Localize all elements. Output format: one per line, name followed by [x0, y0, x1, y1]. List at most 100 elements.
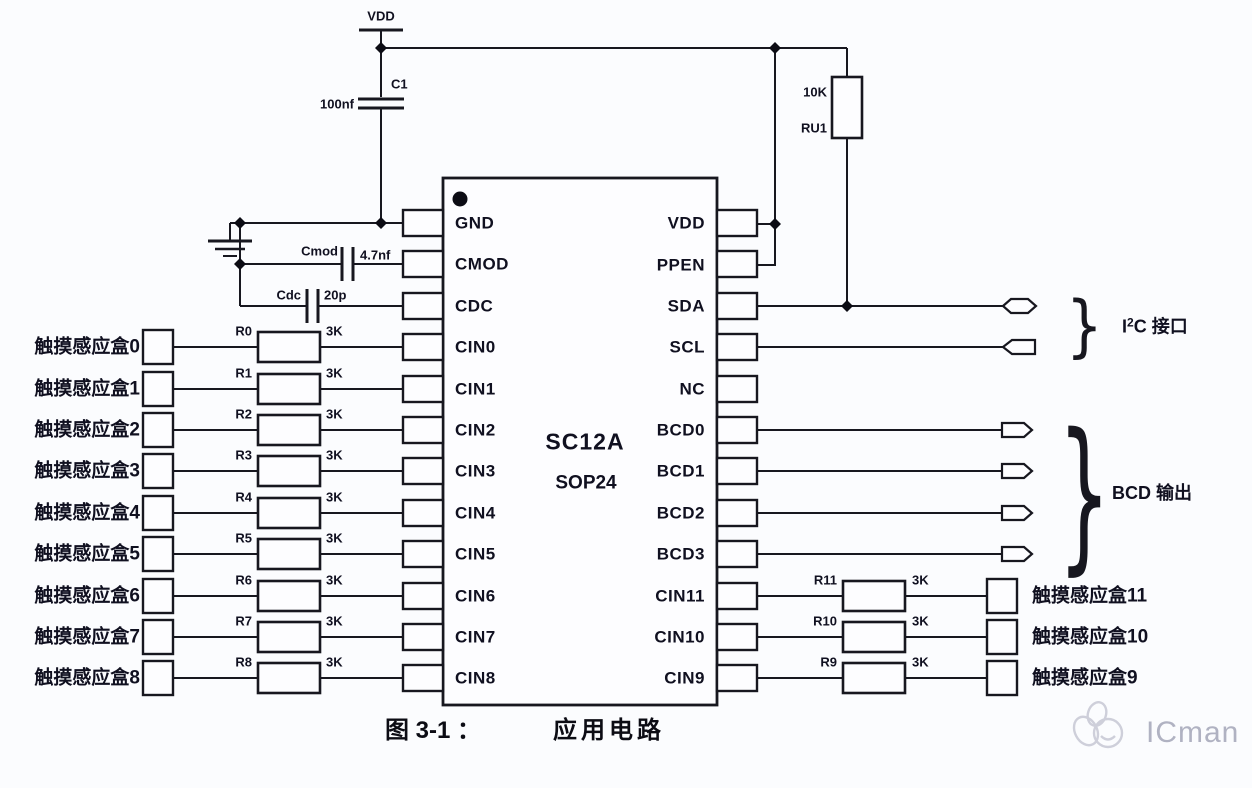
scl-terminal-icon	[1001, 338, 1037, 356]
i2c-brace: }	[1066, 287, 1103, 366]
icman-logo-text: ICman	[1146, 716, 1240, 749]
touch-box-label-10: 触摸感应盒10	[1032, 626, 1149, 648]
resistor-val-r8: 3K	[326, 654, 343, 670]
figure-number: 图 3-1 ：	[385, 717, 482, 744]
touch-box-label-0: 触摸感应盒0	[34, 336, 140, 358]
pin-label-cmod: CMOD	[455, 254, 509, 274]
pin-label-bcd3: BCD3	[656, 544, 705, 564]
wires	[173, 28, 1003, 679]
touch-box-label-11: 触摸感应盒11	[1032, 585, 1148, 607]
cmod-value-label: 4.7nf	[360, 247, 391, 263]
pin-label-vdd: VDD	[667, 213, 705, 233]
resistor-ref-r5: R5	[235, 530, 252, 546]
resistor-ref-r3: R3	[235, 447, 252, 463]
pin-label-scl: SCL	[669, 337, 705, 357]
sda-terminal-icon	[1001, 297, 1038, 315]
ru1-value-label: 10K	[803, 84, 827, 100]
resistor-val-r7: 3K	[326, 613, 343, 629]
i2c-label-prefix: I	[1122, 316, 1128, 337]
pin-label-cin11: CIN11	[655, 586, 705, 606]
junction-dots	[234, 42, 853, 312]
resistor-val-r11: 3K	[912, 572, 929, 588]
pin-label-cin2: CIN2	[455, 420, 496, 440]
resistor-ref-r2: R2	[235, 406, 252, 422]
pin-label-cin0: CIN0	[455, 337, 496, 357]
pin-label-ppen: PPEN	[656, 255, 705, 275]
capacitor-icons	[305, 97, 404, 323]
resistor-ref-r0: R0	[235, 323, 252, 339]
resistor-val-r2: 3K	[326, 406, 343, 422]
chip-body	[441, 176, 719, 707]
pin-label-cin4: CIN4	[455, 503, 496, 523]
touch-box-label-7: 触摸感应盒7	[34, 626, 140, 648]
ground-icon	[208, 239, 252, 257]
resistor-val-r9: 3K	[912, 654, 929, 670]
cdc-ref-label: Cdc	[276, 287, 301, 303]
pin-label-gnd: GND	[455, 213, 495, 233]
pin-label-cin9: CIN9	[664, 668, 705, 688]
resistor-ref-r4: R4	[235, 489, 252, 505]
resistor-val-r6: 3K	[326, 572, 343, 588]
bcd-brace: }	[1058, 398, 1111, 590]
i2c-label-rest: C 接口	[1133, 316, 1188, 337]
pin-label-cdc: CDC	[455, 296, 494, 316]
touch-box-label-6: 触摸感应盒6	[34, 585, 140, 607]
bcd0-terminal-icon	[1000, 421, 1034, 439]
pin-label-bcd2: BCD2	[656, 503, 705, 523]
resistor-val-r0: 3K	[326, 323, 343, 339]
touch-pad-boxes	[141, 328, 1019, 697]
resistor-val-r10: 3K	[912, 613, 929, 629]
pin-label-cin8: CIN8	[455, 668, 496, 688]
resistor-ref-r11: R11	[813, 572, 837, 588]
pin-label-nc: NC	[679, 379, 705, 399]
resistor-val-r1: 3K	[326, 365, 343, 381]
resistor-ref-r10: R10	[813, 613, 837, 629]
i2c-label-sup: 2	[1127, 315, 1134, 330]
touch-box-label-2: 触摸感应盒2	[34, 419, 140, 441]
touch-box-label-9: 触摸感应盒9	[1032, 667, 1138, 689]
resistor-ref-r6: R6	[235, 572, 252, 588]
pin-label-cin5: CIN5	[455, 544, 496, 564]
vdd-net-label: VDD	[367, 8, 395, 24]
c1-ref-label: C1	[391, 76, 408, 92]
touch-box-label-5: 触摸感应盒5	[34, 543, 140, 565]
pin-label-cin1: CIN1	[455, 379, 496, 399]
pin1-dot	[452, 191, 468, 207]
ru1-resistor	[830, 75, 864, 140]
chip-name-label: SC12A	[545, 428, 625, 455]
resistor-ref-r7: R7	[235, 613, 252, 629]
resistor-ref-r9: R9	[820, 654, 837, 670]
i2c-bus-label: I2C 接口	[1122, 317, 1188, 336]
touch-box-label-3: 触摸感应盒3	[34, 460, 140, 482]
pin-label-cin7: CIN7	[455, 627, 496, 647]
resistor-val-r4: 3K	[326, 489, 343, 505]
bcd2-terminal-icon	[1000, 504, 1034, 522]
touch-box-label-8: 触摸感应盒8	[34, 667, 140, 689]
touch-box-label-1: 触摸感应盒1	[34, 378, 140, 400]
c1-value-label: 100nf	[320, 96, 354, 112]
bcd-bus-label: BCD 输出	[1112, 483, 1192, 503]
cmod-ref-label: Cmod	[301, 243, 338, 259]
pin-label-bcd0: BCD0	[656, 420, 705, 440]
cdc-value-label: 20p	[324, 287, 347, 303]
resistor-ref-r1: R1	[235, 365, 252, 381]
chip-package-label: SOP24	[555, 472, 617, 494]
bcd1-terminal-icon	[1000, 462, 1034, 480]
pin-label-sda: SDA	[667, 296, 705, 316]
pin-label-cin10: CIN10	[654, 627, 705, 647]
icman-logo-icon	[1072, 701, 1124, 749]
pin-label-bcd1: BCD1	[656, 461, 705, 481]
resistor-val-r3: 3K	[326, 447, 343, 463]
resistor-boxes	[256, 75, 907, 695]
pin-label-cin6: CIN6	[455, 586, 496, 606]
touch-box-label-4: 触摸感应盒4	[34, 502, 140, 524]
bcd3-terminal-icon	[1000, 545, 1034, 563]
pin-boxes	[401, 208, 759, 693]
resistor-ref-r8: R8	[235, 654, 252, 670]
terminal-connectors	[1000, 297, 1038, 563]
ru1-ref-label: RU1	[800, 120, 827, 136]
figure-title: 应用电路	[553, 717, 665, 744]
resistor-val-r5: 3K	[326, 530, 343, 546]
